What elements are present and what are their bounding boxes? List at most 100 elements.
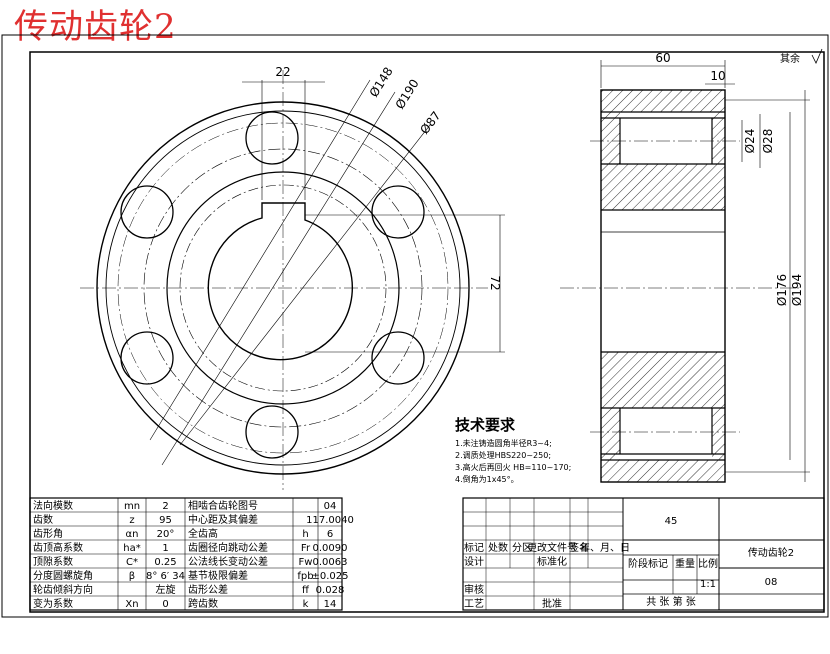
drawing-title: 传动齿轮2 (14, 7, 177, 47)
rev-header-0: 标记 (464, 542, 484, 554)
width-dim: 60 (655, 51, 670, 65)
param-cell-r6-c3: 齿形公差 (188, 583, 228, 596)
rev-header-4: 签名 (569, 541, 589, 554)
weight-label: 重量 (675, 557, 695, 570)
param-cell-r5-c4: fpb (297, 571, 313, 582)
d194-dim: Ø194 (790, 274, 804, 306)
param-cell-r3-c3: 齿圈径向跳动公差 (188, 541, 268, 554)
param-cell-r1-c3: 中心距及其偏差 (188, 513, 258, 526)
param-cell-r0-c3: 相啮合齿轮图号 (188, 499, 258, 512)
param-cell-r2-c4: h (302, 529, 308, 540)
tech-item-3: 3.高火后再回火 HB=110~170; (455, 462, 571, 472)
param-cell-r0-c1: mn (124, 501, 140, 512)
param-cell-r5-c2: 8° 6′ 34 (146, 571, 185, 582)
bore-keyway (207, 202, 353, 361)
drawing-no: 08 (765, 577, 778, 588)
param-cell-r0-c5: 04 (324, 501, 337, 512)
param-cell-r4-c3: 公法线长变动公差 (188, 555, 268, 568)
param-cell-r3-c2: 1 (162, 543, 168, 554)
roughness-symbol-icon (811, 48, 823, 64)
leader-d87 (179, 124, 431, 446)
param-cell-r1-c2: 95 (159, 515, 172, 526)
param-cell-r2-c2: 20° (157, 529, 175, 540)
param-cell-r1-c5: 117.0040 (306, 515, 354, 526)
param-cell-r2-c3: 全齿高 (188, 527, 218, 540)
d190-dim: Ø190 (393, 77, 422, 112)
param-cell-r1-c1: z (129, 515, 134, 526)
lower-hole (601, 407, 725, 455)
param-cell-r1-c0: 齿数 (33, 513, 53, 526)
param-cell-r7-c0: 变为系数 (33, 597, 73, 610)
tech-heading: 技术要求 (455, 416, 516, 434)
param-cell-r7-c5: 14 (324, 599, 337, 610)
part-name: 传动齿轮2 (748, 546, 794, 559)
param-cell-r0-c2: 2 (162, 501, 168, 512)
tech-requirements: 技术要求 1.未注铸造圆角半径R3~4; 2.调质处理HBS220~250; 3… (455, 416, 571, 484)
rev-header-5: 年、月、日 (580, 541, 630, 554)
param-cell-r4-c2: 0.25 (154, 557, 176, 568)
param-cell-r6-c0: 轮齿倾斜方向 (33, 583, 93, 596)
tech-item-4: 4.倒角为1x45°。 (455, 474, 519, 484)
section-outline (600, 89, 726, 483)
scale-label: 比例 (698, 557, 718, 570)
param-cell-r2-c0: 齿形角 (33, 528, 63, 540)
design-label: 设计 (464, 555, 484, 568)
rev-header-2: 分区 (512, 542, 532, 554)
param-cell-r5-c5: ±0.025 (311, 571, 348, 582)
param-cell-r7-c4: k (303, 599, 309, 610)
param-cell-r7-c3: 跨齿数 (188, 597, 218, 610)
param-cell-r2-c5: 6 (327, 529, 333, 540)
param-cell-r2-c1: αn (126, 529, 139, 540)
stage-label: 阶段标记 (628, 557, 668, 570)
param-cell-r3-c5: 0.0090 (313, 543, 348, 554)
leader-d148 (149, 79, 371, 441)
param-cell-r6-c2: 左旋 (156, 583, 176, 596)
inner-frame (29, 51, 825, 613)
bore-large-dim: Ø28 (761, 129, 775, 154)
roughness-note: 其余 (780, 52, 800, 65)
rev-header-1: 处数 (488, 541, 508, 554)
param-cell-r6-c5: 0.028 (316, 585, 345, 596)
param-cell-r3-c4: Fr (301, 543, 311, 554)
param-cell-r3-c0: 齿顶高系数 (33, 541, 83, 554)
approve-label: 批准 (542, 597, 562, 610)
param-cell-r3-c1: ha* (123, 543, 140, 554)
tech-item-1: 1.未注铸造圆角半径R3~4; (455, 438, 552, 448)
param-cell-r7-c1: Xn (125, 599, 138, 610)
param-cell-r0-c0: 法向模数 (33, 499, 73, 512)
bore-small-dim: Ø24 (743, 129, 757, 154)
leader-d190 (161, 91, 396, 466)
outer-border (1, 34, 829, 618)
gear-parameter-table: 法向模数 mn 2 相啮合齿轮图号 04 齿数 z 95 中心距及其偏差 117.0040 齿形角 α… (29, 497, 354, 611)
hub-width-dim: 10 (710, 69, 725, 83)
param-cell-r6-c4: ff (302, 585, 310, 596)
review-label: 审核 (464, 583, 484, 596)
param-cell-r5-c0: 分度圆螺旋角 (33, 569, 93, 582)
param-cell-r4-c1: C* (126, 557, 138, 568)
process-label: 工艺 (464, 598, 484, 610)
pitch-circle (117, 122, 449, 454)
section-view: 60 10 Ø24 Ø28 Ø176 Ø194 其余 (560, 48, 823, 483)
material: 45 (665, 516, 678, 527)
title-block: 标记 处数 分区 更改文件号 签名 年、月、日 设计 标准化 审核 工艺 批准 … (462, 497, 825, 611)
sheet-text: 共 张 第 张 (646, 595, 696, 608)
d176-dim: Ø176 (775, 274, 789, 306)
d148-dim: Ø148 (367, 65, 396, 100)
section-center-lines (560, 140, 800, 433)
param-cell-r5-c3: 基节极限偏差 (188, 569, 248, 582)
param-cell-r4-c0: 顶隙系数 (33, 555, 73, 568)
tech-item-2: 2.调质处理HBS220~250; (455, 450, 551, 460)
key-height-dim: 72 (488, 275, 502, 290)
standard-label: 标准化 (537, 555, 567, 568)
center-lines (80, 70, 488, 490)
hub-dash-circle (179, 184, 387, 392)
param-cell-r4-c4: Fw (299, 557, 313, 568)
scale-value: 1:1 (700, 579, 716, 590)
front-view: 22 Ø148 Ø190 Ø87 72 (80, 65, 505, 490)
param-cell-r5-c1: β (129, 571, 135, 582)
lightening-holes (120, 111, 425, 459)
d87-dim: Ø87 (417, 109, 443, 137)
param-cell-r4-c5: 0.0063 (313, 557, 348, 568)
rev-header-3: 更改文件号 (527, 541, 577, 554)
